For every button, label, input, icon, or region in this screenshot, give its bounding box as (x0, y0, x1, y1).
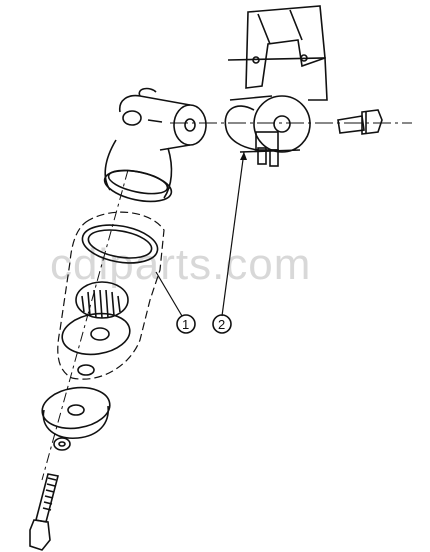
assembly-outline (57, 211, 165, 380)
solenoid-coil (224, 95, 311, 167)
callout-1: 1 (176, 314, 196, 334)
cap-disk (41, 386, 111, 439)
callout-2-leader (221, 151, 245, 317)
callout-1-label: 1 (182, 317, 189, 332)
mounting-bracket (227, 5, 328, 101)
gear-filter (61, 281, 131, 356)
screw (29, 473, 59, 551)
valve-body (103, 87, 207, 203)
callout-2: 2 (212, 314, 232, 334)
o-ring (81, 224, 159, 264)
small-washer (77, 364, 95, 376)
mounting-bolt (337, 109, 383, 135)
hex-nut (53, 437, 71, 451)
callout-2-label: 2 (218, 317, 225, 332)
center-axis-line (41, 169, 129, 481)
callout-1-leader (155, 271, 183, 317)
